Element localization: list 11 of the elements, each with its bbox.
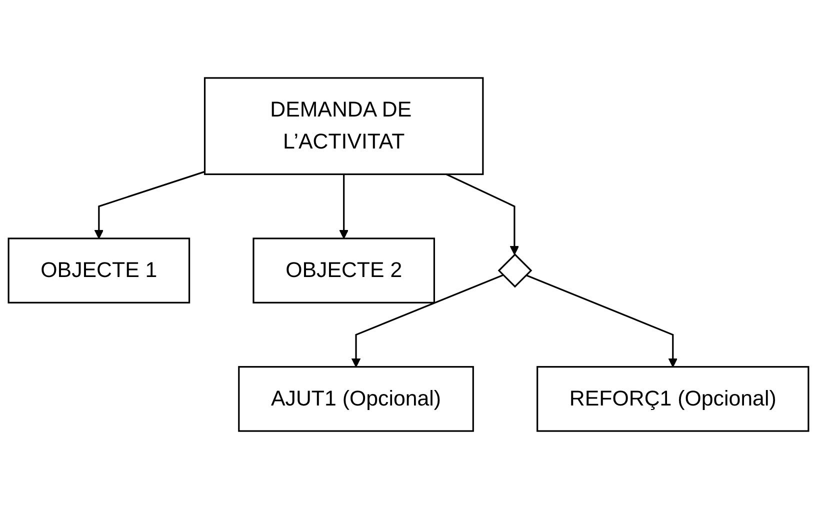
node-box: AJUT1 (Opcional) [238, 366, 474, 432]
arrow [339, 174, 349, 239]
node-box: REFORÇ1 (Opcional) [536, 366, 810, 432]
arrow [446, 174, 520, 255]
node-diamond [498, 253, 532, 288]
arrow [94, 170, 205, 239]
arrow [351, 274, 504, 368]
arrow [526, 274, 678, 368]
node-box: DEMANDA DE L’ACTIVITAT [204, 77, 484, 176]
node-box: OBJECTE 2 [252, 238, 436, 304]
node-box: OBJECTE 1 [8, 238, 190, 304]
